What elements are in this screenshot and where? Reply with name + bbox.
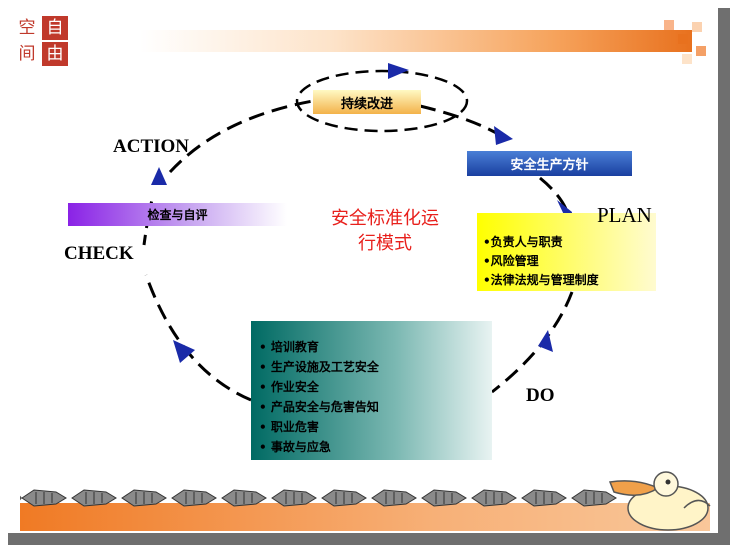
do-items-box: • 培训教育 • 生产设施及工艺安全 • 作业安全 • 产品安全与危害告知 • … xyxy=(251,321,492,460)
fish-icon xyxy=(121,489,167,507)
stage-label-do: DO xyxy=(526,385,555,406)
logo-char: 空 xyxy=(14,16,40,40)
slide: 空 自 间 由 持续改进 安全生产方针 检查与自评 •负责人与职责 xyxy=(14,16,711,531)
slide-shadow-right xyxy=(718,8,730,541)
fish-icon xyxy=(71,489,117,507)
fish-icon xyxy=(371,489,417,507)
list-item: • 生产设施及工艺安全 xyxy=(259,360,379,374)
pelican-icon xyxy=(608,471,711,531)
slide-shadow-bottom xyxy=(8,533,730,545)
fish-icon xyxy=(20,489,67,507)
decor-square xyxy=(696,46,706,56)
arrow-head-policy xyxy=(494,126,513,145)
footer-gradient-bar xyxy=(20,503,710,531)
list-item: •风险管理 xyxy=(483,254,539,268)
fish-icon xyxy=(321,489,367,507)
arrow-head-check xyxy=(173,340,195,363)
list-item: •法律法规与管理制度 xyxy=(483,273,599,287)
fish-icon xyxy=(221,489,267,507)
check-self-assessment-box: 检查与自评 xyxy=(68,203,287,226)
logo-char: 由 xyxy=(42,42,68,66)
diagram-title-line: 安全标准化运 xyxy=(331,208,439,229)
fish-icon xyxy=(521,489,567,507)
decor-square xyxy=(682,54,692,64)
list-item: • 培训教育 xyxy=(259,340,319,354)
list-item: • 事故与应急 xyxy=(259,440,331,454)
list-item: •负责人与职责 xyxy=(483,235,563,249)
plan-items-list: •负责人与职责 •风险管理 •法律法规与管理制度 xyxy=(477,213,656,290)
logo-char: 间 xyxy=(14,42,40,66)
cycle-arc-improve-to-policy xyxy=(419,104,509,142)
improvement-loop-ellipse xyxy=(295,69,469,133)
list-item: • 作业安全 xyxy=(259,380,319,394)
fish-icon xyxy=(471,489,517,507)
cycle-arc-plan-to-do xyxy=(491,291,574,394)
list-item: • 产品安全与危害告知 xyxy=(259,400,379,414)
stage-label-plan: PLAN xyxy=(597,203,652,227)
logo-char: 自 xyxy=(42,16,68,40)
arrow-head-top xyxy=(388,63,409,79)
continuous-improvement-box: 持续改进 xyxy=(313,90,421,114)
decor-square xyxy=(664,20,674,30)
logo: 空 自 间 由 xyxy=(14,16,70,68)
diagram-title-line: 行模式 xyxy=(358,233,412,254)
arrow-head-do xyxy=(538,330,553,352)
safety-policy-box: 安全生产方针 xyxy=(467,151,632,176)
plan-items-box: •负责人与职责 •风险管理 •法律法规与管理制度 xyxy=(477,213,656,291)
stage-label-action: ACTION xyxy=(113,136,190,157)
stage-label-check: CHECK xyxy=(64,243,134,264)
cycle-arc-policy-to-plan xyxy=(539,176,570,215)
fish-icon xyxy=(421,489,467,507)
header-gradient-bar xyxy=(140,30,692,52)
arrow-head-action xyxy=(151,167,167,185)
fish-icon xyxy=(271,489,317,507)
cycle-arc-do-to-check xyxy=(144,274,252,402)
fish-icon xyxy=(571,489,617,507)
list-item: • 职业危害 xyxy=(259,420,319,434)
decor-square xyxy=(692,22,702,32)
do-items-list: • 培训教育 • 生产设施及工艺安全 • 作业安全 • 产品安全与危害告知 • … xyxy=(251,321,492,457)
decor-square xyxy=(678,34,688,44)
fish-icon xyxy=(171,489,217,507)
diagram-title: 安全标准化运 行模式 xyxy=(300,206,470,256)
fish-border xyxy=(20,489,617,507)
cycle-arc-action-to-improve xyxy=(168,99,314,174)
